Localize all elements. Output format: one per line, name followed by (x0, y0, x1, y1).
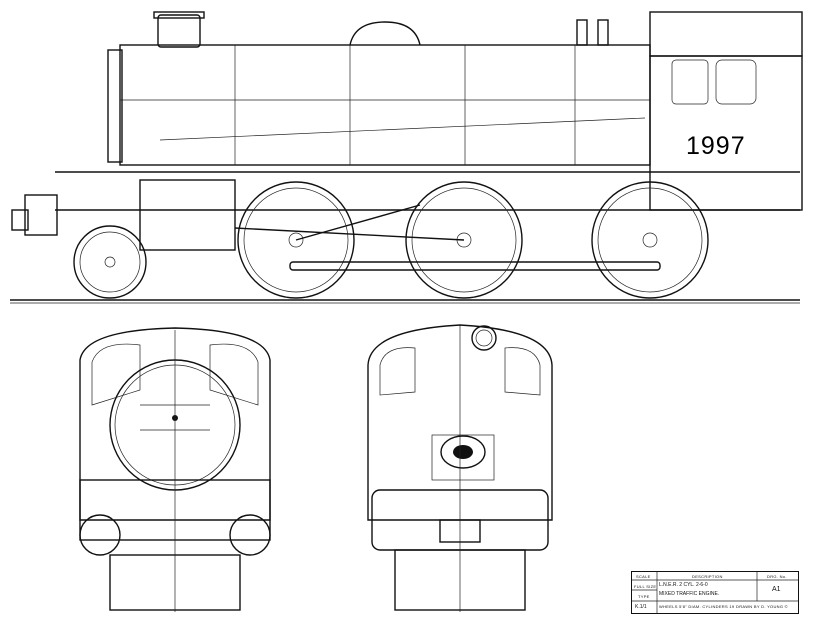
drg-no-label: DRG. No. (767, 574, 787, 579)
drawing-number: A1 (772, 586, 781, 593)
full-size-label: FULL SIZE (634, 584, 657, 589)
type-label: TYPE (638, 594, 650, 599)
type-value: K.1/1 (635, 604, 647, 610)
scale-label: SCALE (636, 574, 651, 579)
front-view (79, 327, 271, 612)
title-block-grid (632, 572, 798, 613)
engine-number: 1997 (686, 132, 746, 160)
side-elevation (10, 11, 803, 304)
rear-view (367, 324, 553, 612)
description-label: DESCRIPTION (692, 574, 723, 579)
wheels-note: WHEELS 5'8" DIAM. CYLINDERS 19"x26" (659, 604, 734, 609)
description-line-1: L.N.E.R. 2 CYL. 2-6-0 (659, 582, 708, 588)
title-block: SCALE DESCRIPTION DRG. No. FULL SIZE TYP… (631, 571, 799, 614)
description-line-2: MIXED TRAFFIC ENGINE. (659, 591, 720, 597)
drawn-by: DRAWN BY D. YOUNG © (736, 604, 788, 609)
